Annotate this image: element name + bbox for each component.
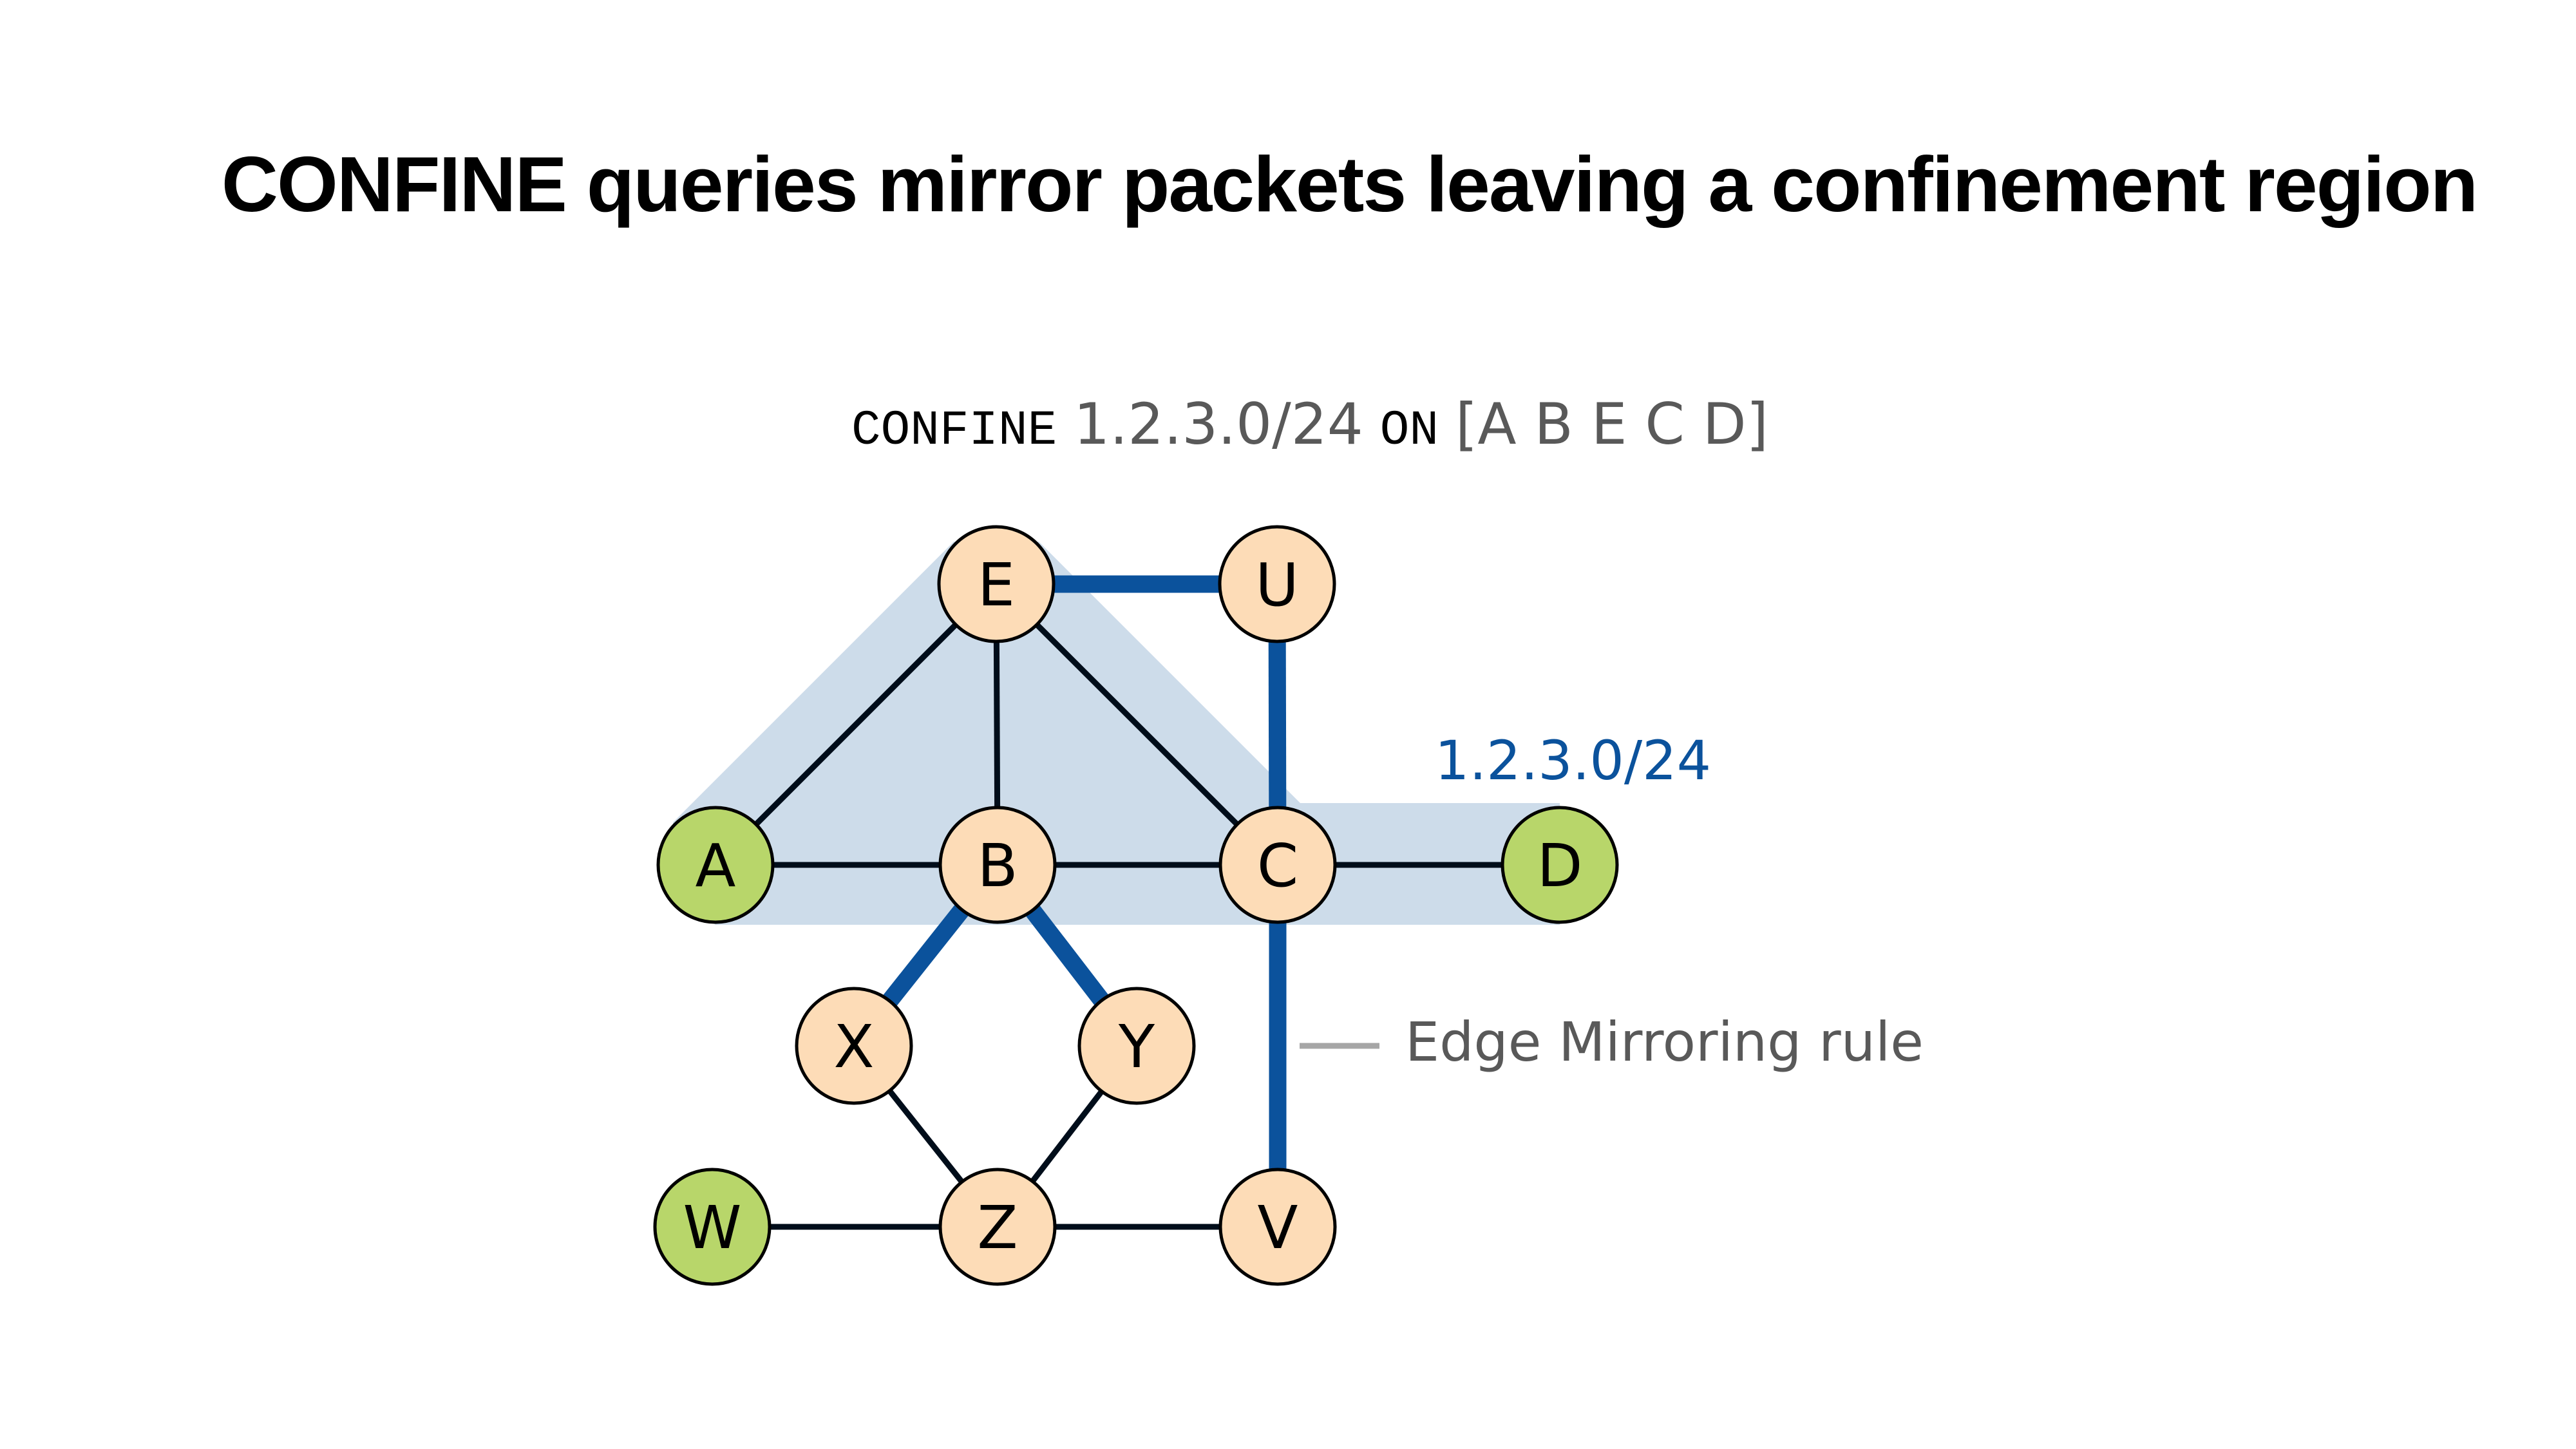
- query-keyword-confine: CONFINE: [851, 403, 1057, 459]
- nodes-layer: A B C D E U X Y W Z V: [653, 525, 1619, 1286]
- node-circle: [937, 525, 1056, 643]
- node-label: C: [1257, 831, 1298, 900]
- node-U: U: [1218, 525, 1336, 643]
- node-C: C: [1218, 806, 1337, 924]
- node-circle: [653, 1168, 772, 1286]
- node-V: V: [1218, 1168, 1337, 1286]
- query-prefix: 1.2.3.0/24: [1074, 391, 1363, 457]
- page-title: CONFINE queries mirror packets leaving a…: [222, 140, 2477, 228]
- node-circle: [1077, 987, 1196, 1105]
- node-Z: Z: [938, 1168, 1057, 1286]
- query-line: CONFINE 1.2.3.0/24 ON [A B E C D]: [851, 391, 1768, 459]
- node-label: U: [1255, 551, 1298, 620]
- edge-A-E: [713, 582, 999, 867]
- node-label: W: [683, 1193, 742, 1262]
- edge-E-C: [994, 582, 1280, 867]
- confinement-region: [673, 542, 1560, 925]
- node-label: A: [696, 831, 736, 900]
- node-circle: [656, 806, 775, 924]
- node-circle: [795, 987, 913, 1105]
- node-label: X: [833, 1012, 874, 1081]
- node-circle: [938, 806, 1057, 924]
- node-label: Y: [1118, 1012, 1155, 1081]
- node-W: W: [653, 1168, 772, 1286]
- query-expression: CONFINE 1.2.3.0/24 ON [A B E C D]: [851, 391, 1768, 459]
- node-X: X: [795, 987, 913, 1105]
- node-Y: Y: [1077, 987, 1196, 1105]
- node-label: B: [977, 831, 1018, 900]
- node-B: B: [938, 806, 1057, 924]
- query-keyword-on: ON: [1380, 403, 1439, 459]
- node-D: D: [1501, 806, 1619, 924]
- node-label: Z: [977, 1193, 1018, 1262]
- legend: Edge Mirroring rule: [1300, 1010, 1924, 1074]
- node-circle: [1218, 806, 1337, 924]
- query-region: [A B E C D]: [1455, 391, 1768, 457]
- node-circle: [938, 1168, 1057, 1286]
- node-A: A: [656, 806, 775, 924]
- legend-label: Edge Mirroring rule: [1405, 1010, 1924, 1074]
- node-circle: [1218, 525, 1336, 643]
- node-label: V: [1258, 1193, 1298, 1262]
- node-E: E: [937, 525, 1056, 643]
- node-label: E: [978, 551, 1015, 620]
- node-label: D: [1537, 831, 1583, 900]
- node-circle: [1218, 1168, 1337, 1286]
- node-circle: [1501, 806, 1619, 924]
- prefix-annotation: 1.2.3.0/24: [1435, 729, 1711, 792]
